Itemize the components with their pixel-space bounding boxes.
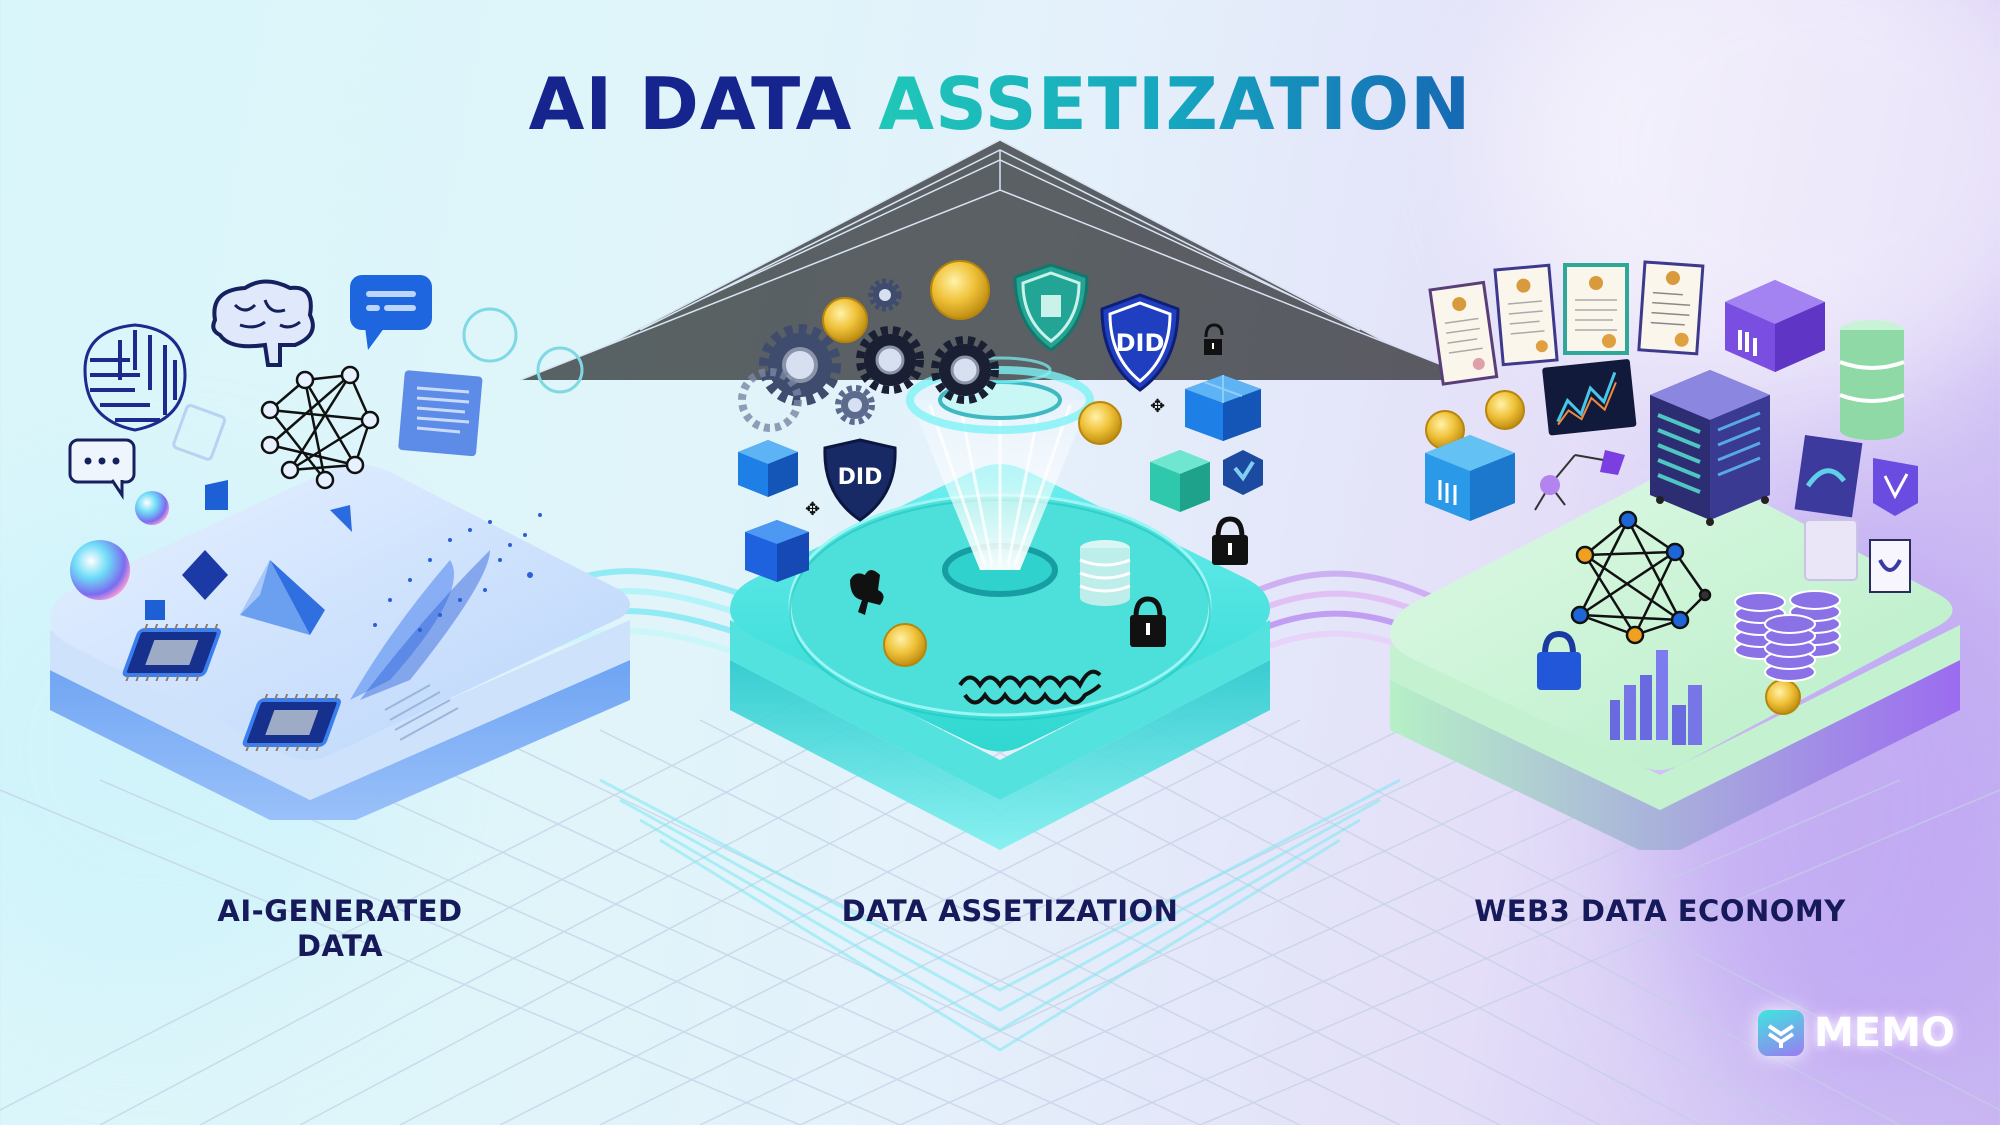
network-graph-icon [1570, 510, 1712, 645]
chain-icon [958, 669, 1102, 705]
token-card-icon [1869, 539, 1911, 593]
memo-logo-text: MEMO [1814, 1010, 1955, 1056]
gear-icon [931, 336, 999, 404]
platform-web3 [1390, 468, 1960, 850]
certificate-icon [1637, 260, 1705, 356]
stage-data-assetization: DID DID [730, 260, 1270, 850]
gear-icon [835, 385, 875, 425]
shield-icon [1013, 263, 1089, 352]
padlock-icon [1130, 596, 1166, 647]
stage-label-ai-generated-data: AI-GENERATED DATA [170, 894, 510, 964]
hologram-circle-icon [536, 346, 584, 394]
etched-lines [384, 684, 459, 741]
floating-shape [330, 505, 352, 532]
coin-stack-icon [1734, 590, 1841, 682]
circuit-brain-icon [83, 323, 187, 432]
hologram-circle-icon [462, 307, 518, 363]
coin-icon [1485, 390, 1525, 430]
coin-icon [930, 260, 990, 320]
title-part-ai-data: AI DATA [528, 62, 879, 146]
ellipsis-chat-icon [68, 438, 136, 500]
bubble-sphere-icon [135, 491, 169, 525]
box-icon [1425, 435, 1515, 521]
label-line-1: AI-GENERATED [217, 894, 463, 928]
media-panel-icon [1794, 435, 1863, 518]
unlocked-padlock-icon [1204, 323, 1224, 355]
did-shield-icon: DID [823, 438, 897, 522]
server-rack-icon [1650, 370, 1770, 526]
memo-logo-icon [1758, 1010, 1804, 1056]
certificate-icon [1493, 263, 1559, 367]
gear-icon [738, 368, 802, 432]
floating-diamond [182, 550, 228, 600]
molecule-icon [1534, 450, 1625, 511]
coin-icon [883, 623, 927, 667]
memo-logo: MEMO [1758, 1010, 1955, 1056]
gear-icon [868, 278, 902, 312]
svg-text:DID: DID [838, 465, 883, 490]
page-title: AI DATA ASSETIZATION [0, 62, 2000, 146]
crosshair-icon: ✥ [1150, 396, 1165, 417]
floating-square [145, 600, 165, 620]
did-shield-icon: DID [1100, 293, 1180, 392]
cube-icon [1150, 450, 1210, 512]
platform-ai [50, 464, 630, 820]
cpu-chip-icon [122, 624, 221, 681]
neural-network-icon [260, 365, 380, 490]
title-part-assetization: ASSETIZATION [878, 62, 1472, 146]
bubble-sphere-icon [70, 540, 130, 600]
stage-label-data-assetization: DATA ASSETIZATION [800, 894, 1220, 929]
chat-bubble-icon [350, 275, 432, 350]
gear-icon [856, 326, 924, 394]
database-cylinder-icon [1839, 320, 1905, 440]
cube-icon [745, 520, 809, 582]
database-icon [1079, 540, 1131, 606]
svg-text:DID: DID [1116, 329, 1165, 357]
bar-chart-icon [1610, 650, 1702, 745]
cube-icon [738, 440, 798, 497]
hex-badge-icon [1223, 450, 1263, 495]
coin-icon [1765, 679, 1801, 715]
padlock-icon [1212, 516, 1248, 565]
crosshair-icon: ✥ [805, 499, 820, 520]
padlock-icon [1537, 630, 1581, 690]
badge-icon [1873, 458, 1918, 516]
label-line-1: DATA ASSETIZATION [841, 894, 1179, 928]
label-line-2: DATA [296, 929, 384, 963]
stage-web3-data-economy [1390, 260, 1960, 850]
puzzle-icon [850, 570, 884, 615]
card-icon [1804, 519, 1858, 581]
certificate-icon [1428, 280, 1499, 386]
box-icon [1725, 280, 1825, 372]
floating-shape [205, 480, 228, 510]
certificate-icon [1563, 263, 1629, 355]
brain-icon [211, 279, 315, 367]
pyramid-icon [240, 560, 325, 635]
cube-icon [1185, 375, 1261, 441]
coin-icon [822, 297, 868, 343]
coin-icon [1078, 401, 1122, 445]
chart-screen-icon [1542, 359, 1637, 436]
cpu-chip-icon [242, 694, 341, 751]
document-icon [398, 370, 483, 457]
stage-ai-generated-data [50, 275, 630, 820]
stage-label-web3-data-economy: WEB3 DATA ECONOMY [1460, 894, 1860, 929]
data-particle-stream [350, 513, 542, 700]
label-line-1: WEB3 DATA ECONOMY [1474, 894, 1846, 928]
faded-document-icon [172, 403, 227, 461]
